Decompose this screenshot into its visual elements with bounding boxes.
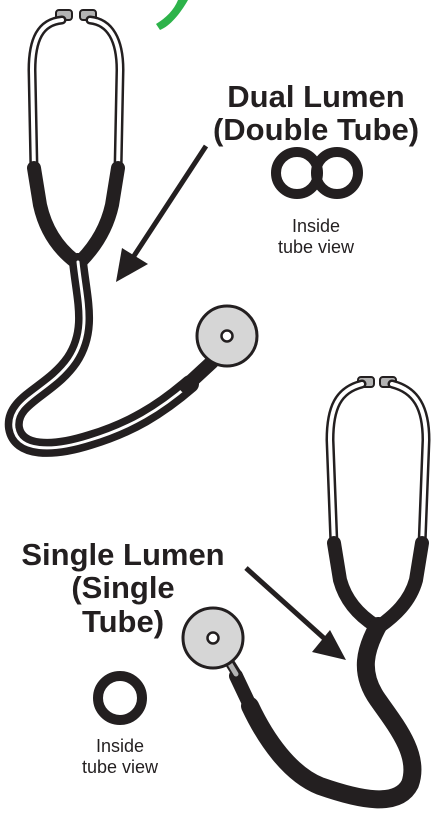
dual-lumen-stethoscope <box>14 10 257 448</box>
single-title-line2: (Single <box>0 571 246 604</box>
single-tube-cross-section-icon <box>98 676 142 720</box>
dual-title-line2: (Double Tube) <box>196 113 435 146</box>
single-arrow <box>246 568 346 660</box>
dual-caption-line1: Inside <box>246 216 386 237</box>
dual-inside-caption: Inside tube view <box>246 216 386 257</box>
dual-arrow <box>116 146 206 282</box>
dual-caption-line2: tube view <box>246 237 386 258</box>
single-title-line3: Tube) <box>0 605 246 638</box>
single-caption-line1: Inside <box>50 736 190 757</box>
double-tube-cross-section-icon <box>276 152 358 194</box>
green-accent-fragment <box>156 0 188 30</box>
single-title-line1: Single Lumen <box>0 538 246 571</box>
dual-lumen-title: Dual Lumen (Double Tube) <box>196 80 435 147</box>
single-inside-caption: Inside tube view <box>50 736 190 777</box>
dual-title-line1: Dual Lumen <box>196 80 435 113</box>
single-caption-line2: tube view <box>50 757 190 778</box>
single-lumen-title: Single Lumen (Single Tube) <box>0 538 246 638</box>
